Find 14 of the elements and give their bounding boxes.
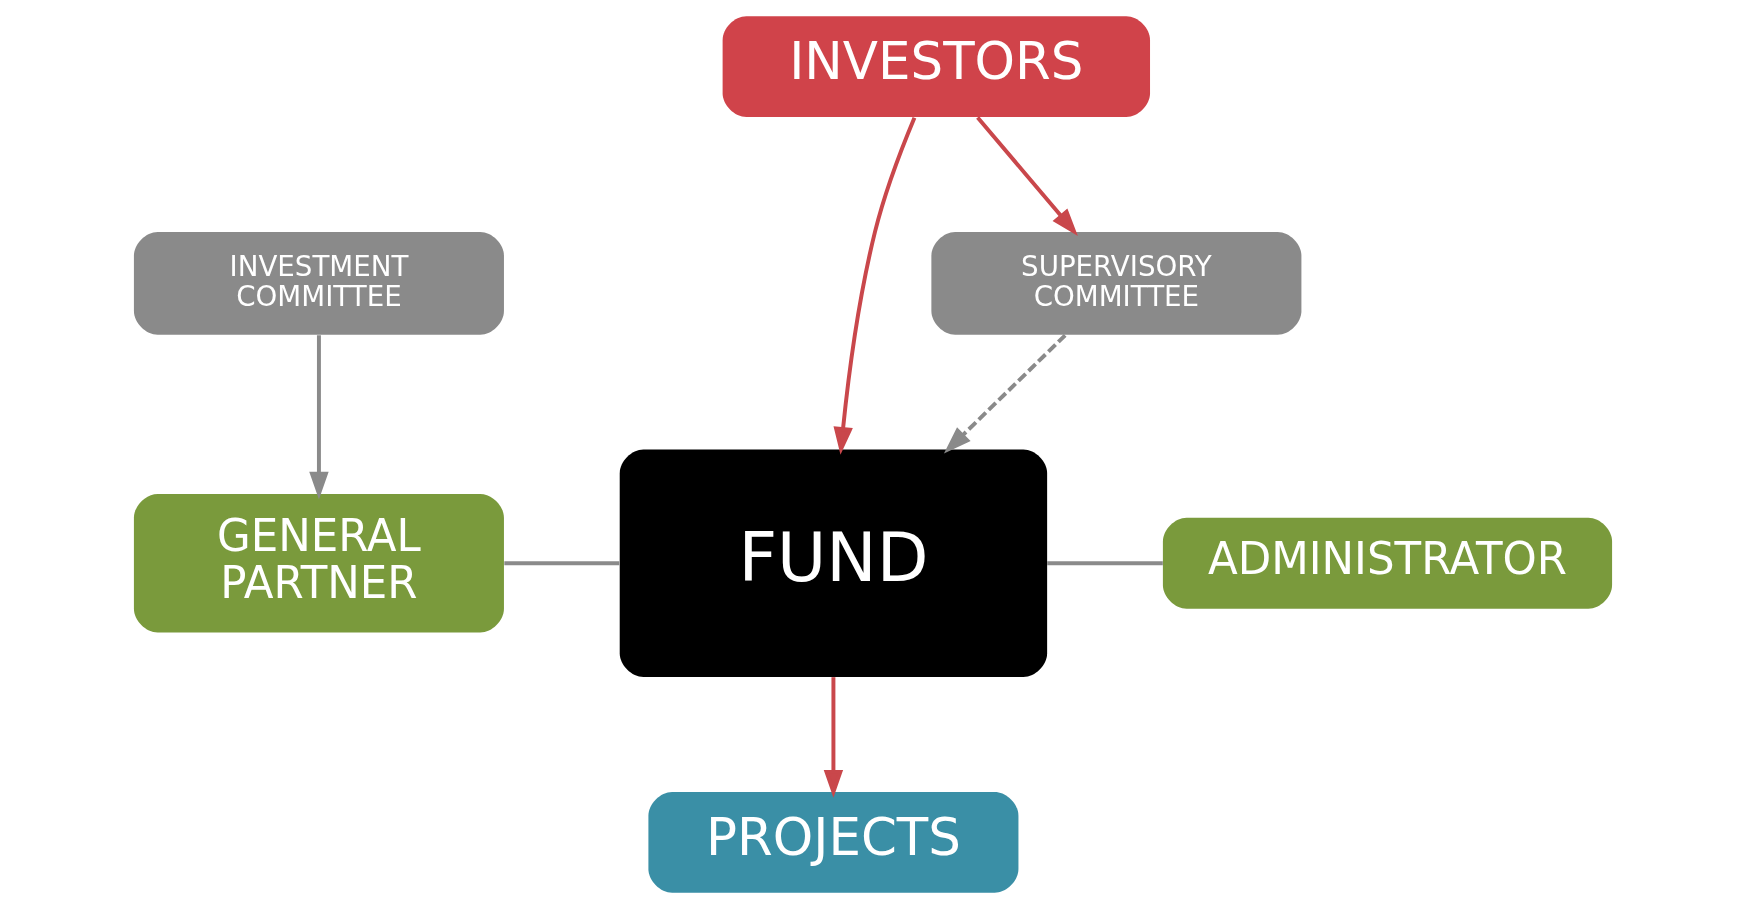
arrow (943, 333, 1067, 454)
node-box: PROJECTS (648, 791, 1019, 893)
node-box: GENERAL PARTNER (133, 494, 504, 633)
node-box: SUPERVISORY COMMITTEE (931, 231, 1302, 335)
arrow (833, 116, 917, 455)
node-box: INVESTORS (722, 16, 1151, 118)
node-box: ADMINISTRATOR (1162, 517, 1613, 609)
node-box: INVESTMENT COMMITTEE (133, 231, 504, 335)
connector (1047, 561, 1163, 566)
connector (504, 561, 620, 566)
arrow (823, 677, 844, 798)
arrow (976, 116, 1078, 236)
arrow (309, 335, 329, 500)
node-box: FUND (619, 449, 1048, 678)
